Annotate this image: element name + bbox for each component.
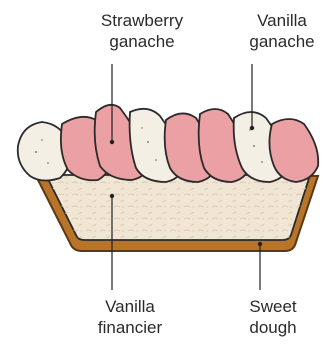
label-vanilla-ganache: Vanilla ganache <box>234 10 330 52</box>
label-strawberry-ganache: Strawberry ganache <box>82 10 202 52</box>
strawberry-ganache-dollop <box>269 119 318 182</box>
label-vanilla-financier: Vanilla financier <box>80 296 180 338</box>
label-sweet-dough: Sweet dough <box>236 296 310 338</box>
